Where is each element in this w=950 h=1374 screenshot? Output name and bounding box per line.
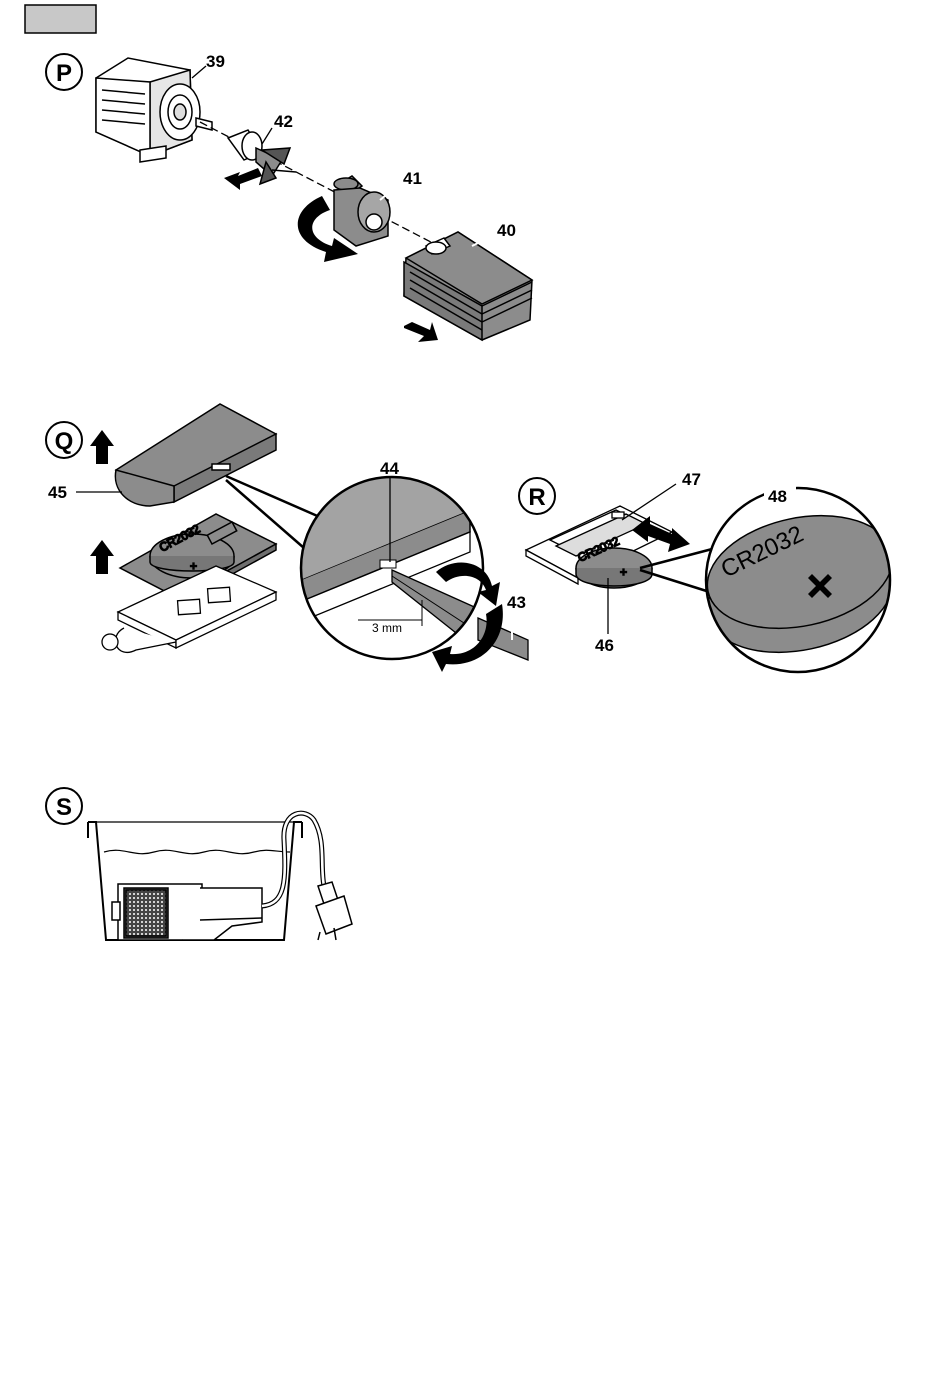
zoom-line-r-bottom: [640, 570, 716, 594]
section-r-illustration: R CR2032 + CR2032: [519, 470, 903, 672]
leader-40: [472, 234, 496, 246]
leader-47: [622, 484, 676, 520]
header-tab: [25, 5, 96, 33]
r-battery-plus: +: [620, 565, 627, 579]
section-s-illustration: S: [46, 788, 352, 940]
mains-plug: [316, 882, 352, 940]
label-41: 41: [403, 169, 422, 188]
arrow-lift-cover: [90, 430, 114, 464]
zoom-line-r-top: [640, 548, 716, 568]
label-47: 47: [682, 470, 701, 489]
remote-base: [102, 566, 276, 652]
section-p-illustration: P: [46, 52, 532, 342]
pump-chamber: [334, 176, 390, 246]
label-40: 40: [497, 221, 516, 240]
leader-42: [262, 128, 272, 144]
board-battery-plus: +: [190, 559, 197, 573]
arrow-pull-rotor: [224, 168, 262, 190]
arrow-pull-housing: [404, 322, 438, 342]
filter-housing: [404, 232, 532, 340]
label-44: 44: [380, 459, 399, 478]
label-39: 39: [206, 52, 225, 71]
submerged-pump: [112, 884, 262, 940]
step-badge-p-letter: P: [56, 60, 72, 87]
section-q-illustration: Q 45 CR2032 +: [46, 404, 528, 672]
step-badge-s-letter: S: [56, 794, 72, 821]
arrow-lift-board: [90, 540, 114, 574]
label-45: 45: [48, 483, 67, 502]
label-48: 48: [768, 487, 787, 506]
motor-housing: [96, 58, 212, 162]
impeller-rotor: [228, 130, 296, 184]
leader-41: [380, 182, 402, 200]
label-46: 46: [595, 636, 614, 655]
water-surface: [104, 850, 290, 854]
label-42: 42: [274, 112, 293, 131]
leader-39: [192, 66, 206, 78]
battery-cover: [115, 404, 276, 506]
label-43: 43: [507, 593, 526, 612]
gap-note: 3 mm: [372, 621, 402, 635]
zoom-line-top: [226, 476, 322, 518]
step-badge-q-letter: Q: [55, 428, 74, 455]
step-badge-r-letter: R: [528, 484, 545, 511]
